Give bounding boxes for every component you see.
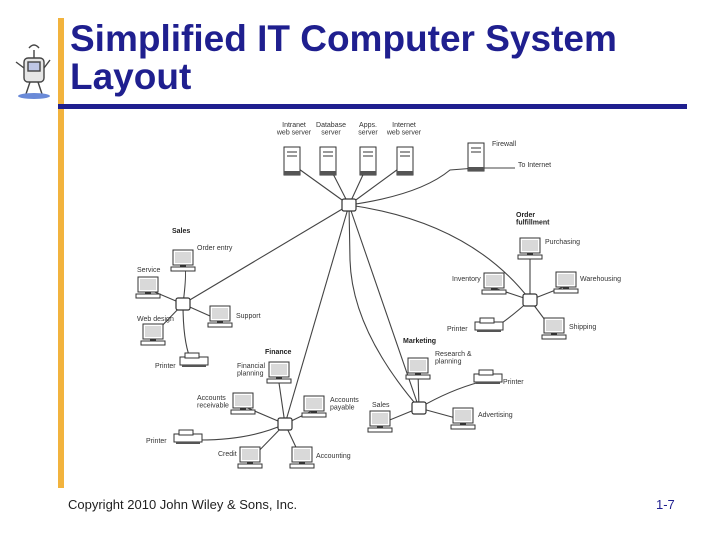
slide-title-line1: Simplified IT Computer System <box>70 18 617 59</box>
label-shipping: Shipping <box>569 324 596 331</box>
credit-computer-icon <box>237 446 263 469</box>
group-sales: Sales <box>172 228 190 235</box>
accounting-computer-icon <box>289 446 315 469</box>
sales-printer-icon <box>179 352 209 368</box>
finance-printer-icon <box>173 429 203 445</box>
title-rule <box>58 104 687 109</box>
internet-server-icon <box>396 146 414 176</box>
accounts-payable-computer-icon <box>301 395 327 418</box>
copyright-text: Copyright 2010 John Wiley & Sons, Inc. <box>68 497 298 512</box>
order-entry-computer-icon <box>170 249 196 272</box>
label-support: Support <box>236 313 261 320</box>
label-warehousing: Warehousing <box>580 276 621 283</box>
apps-server-icon <box>359 146 377 176</box>
intranet-server-icon <box>283 146 301 176</box>
marketing-hub <box>411 401 427 415</box>
advertising-computer-icon <box>450 407 476 430</box>
purchasing-computer-icon <box>517 237 543 260</box>
label-marketing-printer: Printer <box>503 379 524 386</box>
core-switch-hub <box>341 198 357 212</box>
label-marketing-sales: Sales <box>372 402 390 409</box>
label-order-entry: Order entry <box>197 245 233 252</box>
research-computer-icon <box>405 357 431 380</box>
service-computer-icon <box>135 276 161 299</box>
slide-title: Simplified IT Computer System Layout <box>70 20 617 96</box>
label-finance-printer: Printer <box>146 438 167 445</box>
sales-hub <box>175 297 191 311</box>
fulfillment-printer-icon <box>474 317 504 333</box>
firewall-icon <box>467 142 485 172</box>
warehousing-computer-icon <box>553 271 579 294</box>
group-marketing: Marketing <box>403 338 436 345</box>
accounts-receivable-computer-icon <box>230 392 256 415</box>
financial-planning-computer-icon <box>266 361 292 384</box>
label-advertising: Advertising <box>478 412 513 419</box>
label-to-internet: To Internet <box>518 162 551 169</box>
label-research: Research &planning <box>435 351 472 366</box>
accent-bar <box>58 18 64 488</box>
marketing-sales-computer-icon <box>367 410 393 433</box>
page-number: 1-7 <box>656 497 675 512</box>
label-sales-printer: Printer <box>155 363 176 370</box>
label-web-design: Web design <box>137 316 174 323</box>
marketing-printer-icon <box>473 369 503 385</box>
group-finance: Finance <box>265 349 292 356</box>
slide-title-line2: Layout <box>70 56 192 97</box>
support-computer-icon <box>207 305 233 328</box>
database-server-icon <box>319 146 337 176</box>
fulfillment-hub <box>522 293 538 307</box>
inventory-computer-icon <box>481 272 507 295</box>
label-service: Service <box>137 267 160 274</box>
finance-hub <box>277 417 293 431</box>
label-accounting: Accounting <box>316 453 351 460</box>
label-purchasing: Purchasing <box>545 239 580 246</box>
shipping-computer-icon <box>541 317 567 340</box>
label-apps: Apps.server <box>358 122 378 137</box>
label-inventory: Inventory <box>452 276 481 283</box>
label-firewall: Firewall <box>492 141 517 148</box>
label-credit: Credit <box>218 451 237 458</box>
web-design-computer-icon <box>140 323 166 346</box>
label-fulfillment-printer: Printer <box>447 326 468 333</box>
